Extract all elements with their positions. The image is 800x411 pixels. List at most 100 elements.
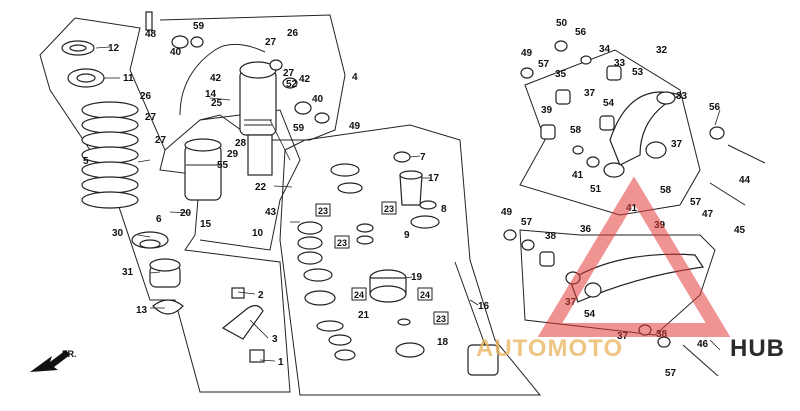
washer-part <box>314 112 330 124</box>
callout-49: 49 <box>521 48 533 59</box>
callout-8: 8 <box>441 204 447 215</box>
bump-rubber-part <box>399 170 423 206</box>
callout-52: 52 <box>286 79 298 90</box>
callout-16: 16 <box>478 301 490 312</box>
callout-43: 43 <box>265 207 277 218</box>
callout-25: 25 <box>211 98 223 109</box>
callout-26: 26 <box>140 91 152 102</box>
pivot-bolt-part <box>709 144 766 206</box>
lever-part <box>221 287 265 363</box>
washer-part <box>190 36 204 48</box>
callout-49: 49 <box>349 121 361 132</box>
callout-18: 18 <box>437 337 449 348</box>
piston-rod-part <box>454 261 499 376</box>
callout-22: 22 <box>255 182 267 193</box>
callout-35: 35 <box>555 69 567 80</box>
callout-39: 39 <box>541 105 553 116</box>
callout-54: 54 <box>603 98 615 109</box>
direction-label: FR. <box>62 349 77 359</box>
pivot-bolt-part <box>682 344 719 377</box>
callout-11: 11 <box>123 73 134 84</box>
callout-49: 49 <box>501 207 513 218</box>
spring-seat-part <box>139 239 161 249</box>
callout-2: 2 <box>258 290 264 301</box>
callout-28: 28 <box>235 138 247 149</box>
callout-54: 54 <box>584 309 596 320</box>
shock-arm-part <box>603 91 682 178</box>
reservoir-part <box>184 138 222 201</box>
washer-part <box>282 77 298 89</box>
callout-33: 33 <box>614 58 626 69</box>
washer-part <box>419 200 437 210</box>
adjuster-nut-part <box>67 68 105 88</box>
washer-part <box>410 215 440 229</box>
boxed-callout-24: 24 <box>354 290 364 300</box>
boxed-callout-23: 23 <box>384 204 394 214</box>
callout-33: 33 <box>676 91 688 102</box>
callout-44: 44 <box>739 175 751 186</box>
callout-48: 48 <box>145 29 157 40</box>
callout-50: 50 <box>556 18 568 29</box>
callout-31: 31 <box>122 267 134 278</box>
callout-40: 40 <box>312 94 324 105</box>
callout-47: 47 <box>702 209 714 220</box>
boxed-callout-23: 23 <box>436 314 446 324</box>
callout-20: 20 <box>180 208 192 219</box>
watermark-word-left: AUTOMOTO <box>476 335 623 362</box>
callout-57: 57 <box>538 59 550 70</box>
callout-45: 45 <box>734 225 746 236</box>
washer-part <box>171 35 189 49</box>
callout-58: 58 <box>570 125 582 136</box>
callout-21: 21 <box>358 310 370 321</box>
callout-40: 40 <box>170 47 182 58</box>
callout-57: 57 <box>665 368 677 379</box>
stopper-part <box>149 258 181 288</box>
callout-59: 59 <box>293 123 305 134</box>
front-direction-arrow: FR. <box>30 349 77 372</box>
washer-part <box>294 101 312 115</box>
callout-36: 36 <box>580 224 592 235</box>
cylinder-head-part <box>369 269 407 303</box>
callout-12: 12 <box>108 43 120 54</box>
callout-57: 57 <box>690 197 702 208</box>
center-group-outline <box>279 124 542 396</box>
callout-38: 38 <box>545 231 557 242</box>
boxed-callout-24: 24 <box>420 290 430 300</box>
warning-triangle-icon <box>537 176 731 337</box>
callout-55: 55 <box>217 160 229 171</box>
callout-1: 1 <box>278 357 284 368</box>
callout-7: 7 <box>420 152 426 163</box>
callout-27: 27 <box>155 135 167 146</box>
shock-body-part <box>239 61 277 176</box>
bushing-part <box>520 40 725 168</box>
boxed-callout-23: 23 <box>337 238 347 248</box>
callout-13: 13 <box>136 305 148 316</box>
washer-part <box>393 151 411 163</box>
hose-part <box>179 43 266 116</box>
callout-3: 3 <box>272 334 278 345</box>
callout-27: 27 <box>265 37 277 48</box>
reservoir-group-outline <box>159 14 346 141</box>
callout-42: 42 <box>210 73 222 84</box>
callout-53: 53 <box>632 67 644 78</box>
callout-26: 26 <box>287 28 299 39</box>
callout-6: 6 <box>156 214 162 225</box>
callout-27: 27 <box>283 68 295 79</box>
callout-5: 5 <box>83 156 89 167</box>
callout-41: 41 <box>572 170 584 181</box>
callout-32: 32 <box>656 45 668 56</box>
callout-14: 14 <box>205 89 217 100</box>
boxed-callouts: 23 23 23 23 24 24 <box>315 201 449 325</box>
callout-46: 46 <box>697 339 709 350</box>
callout-10: 10 <box>252 228 264 239</box>
callout-37: 37 <box>584 88 596 99</box>
spring-part <box>81 101 139 209</box>
callout-30: 30 <box>112 228 124 239</box>
watermark-word-right: HUB <box>730 335 785 362</box>
callout-56: 56 <box>575 27 587 38</box>
callout-19: 19 <box>411 272 423 283</box>
damper-stack-part <box>297 163 374 361</box>
lock-nut-part <box>61 40 95 56</box>
callout-9: 9 <box>404 230 410 241</box>
callout-58: 58 <box>660 185 672 196</box>
